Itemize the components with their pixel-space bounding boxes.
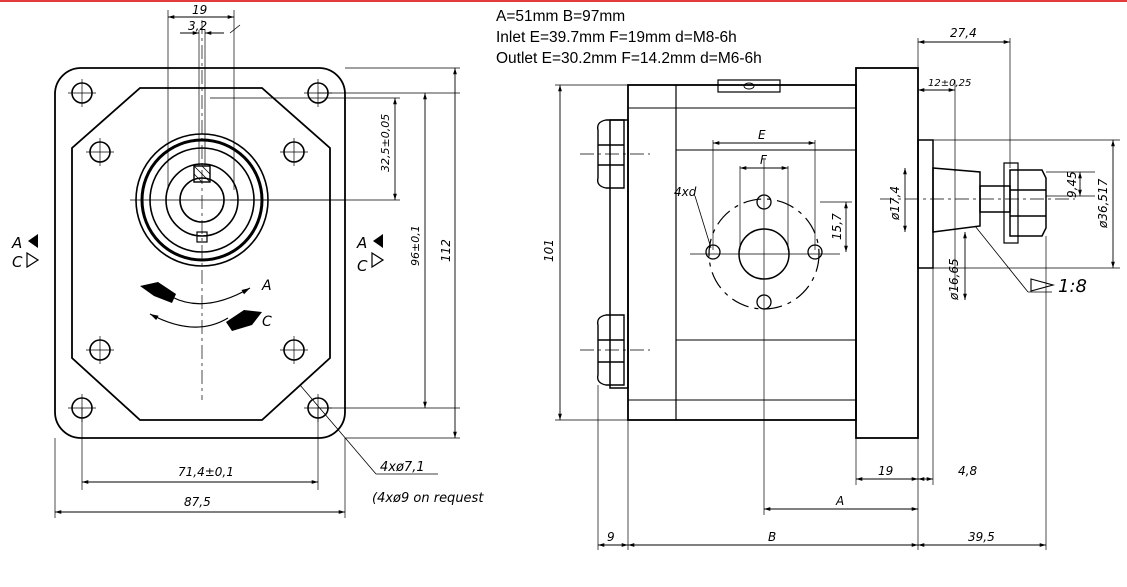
- side-view: [555, 38, 1120, 550]
- spec-block: A=51mm B=97mm Inlet E=39.7mm F=19mm d=M8…: [496, 6, 762, 69]
- dim-width-87-5: 87,5: [184, 495, 211, 509]
- dim-top-19: 19: [192, 3, 207, 17]
- front-view: [26, 10, 460, 518]
- port-marker-right-a: [373, 234, 383, 248]
- side-flange: [855, 67, 919, 439]
- holes-label: 4xø7,1: [380, 460, 425, 475]
- bolt-hole-top-left: [67, 78, 97, 108]
- dim-e: E: [758, 128, 766, 142]
- port-marker-right-c: [371, 251, 385, 269]
- dim-top-3-2: 3,2: [188, 19, 207, 33]
- rotation-arrow-c: [149, 313, 229, 328]
- body-hole-lower-left: [85, 335, 115, 365]
- shaft-nut: [1009, 169, 1047, 237]
- dim-4xd: 4xd: [674, 185, 697, 199]
- dim-16-65: ø16,65: [947, 258, 961, 301]
- port-face: [675, 149, 857, 341]
- dim-key: 32,5±0,05: [379, 114, 392, 172]
- rotation-arrow-a: [171, 287, 251, 305]
- spec-line-outlet: Outlet E=30.2mm F=14.2mm d=M6-6h: [496, 50, 762, 67]
- port-label-left-a: A: [11, 234, 22, 252]
- front-body-outline: [71, 87, 331, 421]
- side-view-labels: 27,4 12±0,25 E F 4xd 15,7 101 ø17,4 ø16,…: [542, 26, 1110, 544]
- front-view-labels: 19 3,2 32,5±0,05 96±0,1 112 71,4±0,1 87,…: [11, 3, 484, 509]
- taper-marker: [1030, 278, 1056, 292]
- dim-9-45: 9,45: [1065, 171, 1079, 198]
- side-endplate: [609, 119, 629, 389]
- dim-101: 101: [542, 239, 556, 262]
- dim-height-112: 112: [439, 239, 453, 262]
- dim-4-8: 4,8: [958, 464, 977, 478]
- bolt-head-lower: [596, 314, 625, 386]
- port-label-right-c: C: [357, 257, 368, 275]
- rotation-label-a: A: [261, 278, 272, 294]
- dim-12: 12±0,25: [928, 78, 971, 89]
- dim-9: 9: [607, 530, 615, 544]
- dim-27-4: 27,4: [950, 26, 977, 40]
- bolt-head-upper: [596, 119, 625, 189]
- port-marker-left-a: [28, 234, 38, 248]
- dim-width-71-4: 71,4±0,1: [178, 465, 234, 479]
- shaft: [917, 139, 1047, 269]
- header-accent-line: [0, 0, 1127, 2]
- front-flange-outline: [54, 67, 346, 439]
- dim-39-5: 39,5: [968, 530, 995, 544]
- spec-line-inlet: Inlet E=39.7mm F=19mm d=M8-6h: [496, 29, 737, 46]
- port-label-right-a: A: [356, 234, 367, 252]
- port-marker-left-c: [26, 251, 40, 269]
- taper-ratio: 1:8: [1058, 276, 1087, 297]
- dim-a: A: [835, 494, 844, 508]
- holes-note: (4xø9 on request: [372, 491, 484, 506]
- dim-19: 19: [878, 464, 893, 478]
- name-plate: [717, 79, 781, 93]
- rotation-label-c: C: [262, 314, 272, 330]
- dim-b: B: [768, 530, 776, 544]
- body-hole-upper-left: [85, 137, 115, 167]
- dim-15-7: 15,7: [830, 213, 844, 240]
- dim-36-517: ø36,517: [1096, 178, 1110, 229]
- body-hole-upper-right: [279, 137, 309, 167]
- body-hole-lower-right: [279, 335, 309, 365]
- dim-17-4: ø17,4: [888, 186, 902, 221]
- dim-height-96: 96±0,1: [409, 225, 422, 266]
- port-label-left-c: C: [12, 253, 23, 271]
- spec-line-dimensions: A=51mm B=97mm: [496, 8, 626, 25]
- dim-f: F: [760, 153, 768, 167]
